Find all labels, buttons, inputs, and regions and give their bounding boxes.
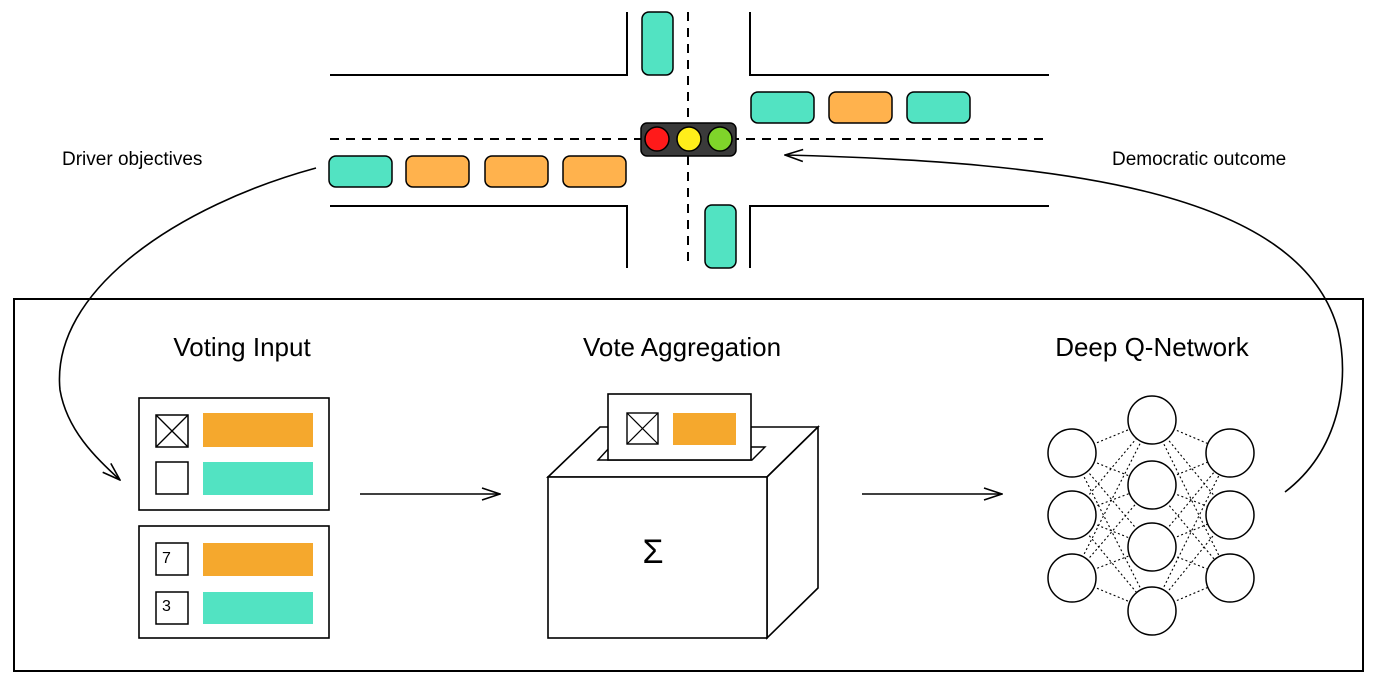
system-panel <box>13 298 1364 672</box>
neural-network-icon <box>1047 395 1255 636</box>
signal-green <box>707 126 733 152</box>
ballot-rank-bottom: 3 <box>162 598 171 615</box>
road-edge-bottom-right <box>749 205 1049 268</box>
nn-hidden-node <box>1127 460 1177 510</box>
ballot-option-orange <box>203 413 313 447</box>
nn-output-node <box>1205 553 1255 603</box>
vote-aggregation-title: Vote Aggregation <box>583 332 781 362</box>
nn-input-node <box>1047 553 1097 603</box>
ballot-option-orange <box>203 543 313 576</box>
aggregation-symbol: Σ <box>642 533 663 571</box>
intersection <box>328 11 1049 269</box>
car-icon <box>750 91 815 124</box>
car-icon <box>828 91 893 124</box>
driver-objectives-label: Driver objectives <box>62 149 202 170</box>
nn-hidden-node <box>1127 395 1177 445</box>
car-icon <box>328 155 393 188</box>
ballot-ranking: 7 3 <box>138 525 330 639</box>
car-icon <box>562 155 627 188</box>
nn-input-node <box>1047 490 1097 540</box>
road-edge-top-left <box>330 12 628 76</box>
nn-output-node <box>1205 490 1255 540</box>
democratic-outcome-label: Democratic outcome <box>1112 149 1286 170</box>
traffic-light-icon <box>640 122 737 157</box>
democratic-outcome-arrow <box>785 155 1344 493</box>
road-edge-bottom-left <box>330 205 628 268</box>
voting-input-title: Voting Input <box>173 332 311 362</box>
car-icon <box>906 91 971 124</box>
nn-hidden-node <box>1127 522 1177 572</box>
car-icon <box>704 204 737 269</box>
ballot-rank-top: 7 <box>162 550 171 567</box>
ballot-checkbox <box>138 397 330 511</box>
signal-yellow <box>676 126 702 152</box>
nn-input-node <box>1047 428 1097 478</box>
signal-red <box>644 126 670 152</box>
car-icon <box>641 11 674 76</box>
road-edge-top-right <box>749 12 1049 76</box>
ballot-option-teal <box>203 592 313 624</box>
driver-objectives-arrow <box>58 167 317 480</box>
nn-hidden-node <box>1127 586 1177 636</box>
car-icon <box>484 155 549 188</box>
ballot-box-icon: Σ <box>546 393 820 640</box>
car-icon <box>405 155 470 188</box>
deep-q-network-title: Deep Q-Network <box>1055 332 1250 362</box>
nn-output-node <box>1205 428 1255 478</box>
ballot-option-teal <box>203 462 313 495</box>
